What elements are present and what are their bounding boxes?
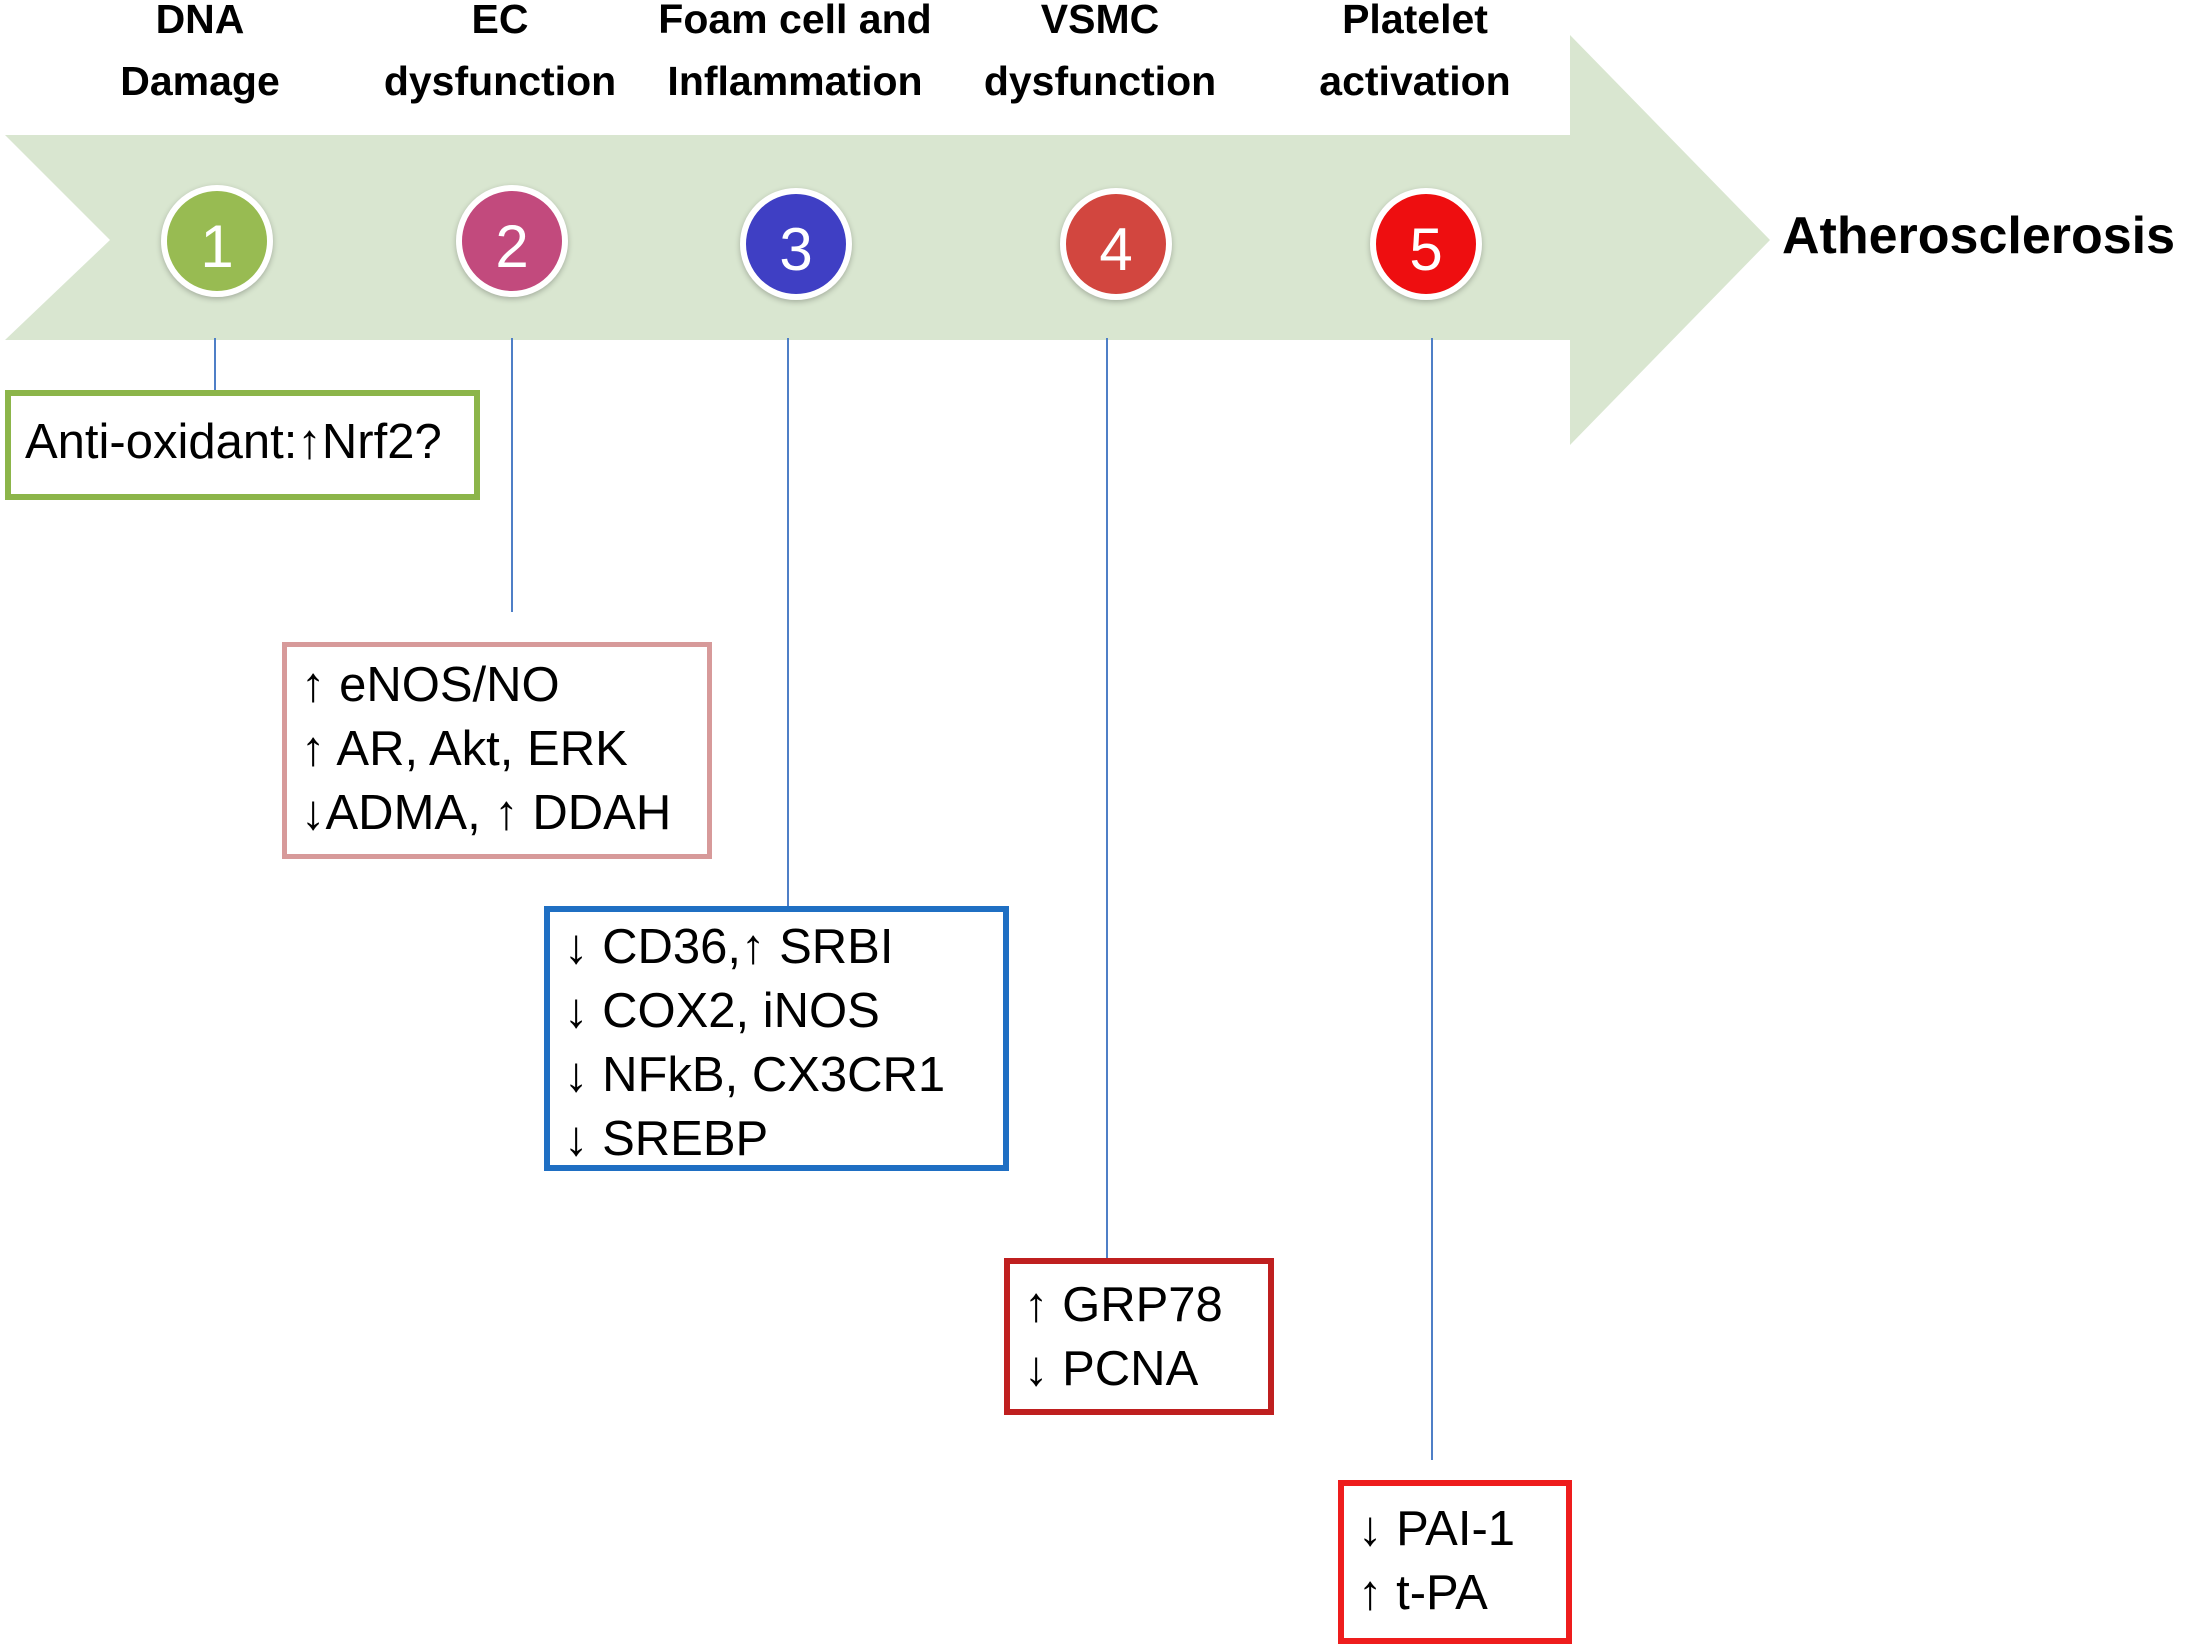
stage-5-title: Platelet activation [1280, 0, 1550, 112]
stage-1-title-line-2: Damage [120, 58, 280, 104]
stage-3-title-line-1: Foam cell and [658, 0, 932, 42]
stage-1-number: 1 [200, 213, 234, 280]
stage-4-title-line-2: dysfunction [983, 58, 1217, 104]
stage-4-effects-box: ↑ GRP78 ↓ PCNA [1004, 1258, 1274, 1415]
stage-5-title-line-2: activation [1319, 58, 1511, 104]
stage-2-badge: 2 [456, 185, 568, 297]
stage-5-effect-line: ↓ PAI-1 [1358, 1502, 1516, 1556]
stage-3-number: 3 [779, 216, 813, 283]
stage-4-number: 4 [1099, 216, 1133, 283]
stage-3-title: Foam cell and Inflammation [640, 0, 950, 112]
stage-3-effect-line: ↓ COX2, iNOS [564, 984, 880, 1038]
stage-2-effects-box: ↑ eNOS/NO ↑ AR, Akt, ERK ↓ADMA, ↑ DDAH [282, 642, 712, 859]
stage-1-effect-line: Anti-oxidant:↑Nrf2? [25, 415, 442, 469]
stage-2-effect-line: ↑ eNOS/NO [301, 658, 560, 712]
stage-5-effects-box: ↓ PAI-1 ↑ t-PA [1338, 1480, 1572, 1644]
stage-3-effect-line: ↓ SREBP [564, 1112, 769, 1166]
stage-3-title-line-2: Inflammation [667, 58, 923, 104]
stage-5-effect-line: ↑ t-PA [1358, 1566, 1488, 1620]
stage-3-effects-box: ↓ CD36,↑ SRBI ↓ COX2, iNOS ↓ NFkB, CX3CR… [544, 906, 1009, 1171]
stage-4-title-line-1: VSMC [1040, 0, 1160, 42]
stage-4-badge: 4 [1060, 188, 1172, 300]
stage-3-effect-line: ↓ CD36,↑ SRBI [564, 920, 894, 974]
stage-2-title-line-2: dysfunction [383, 58, 617, 104]
arrow-shape [5, 35, 1770, 445]
stage-4-effect-line: ↓ PCNA [1024, 1342, 1199, 1396]
stage-1-badge: 1 [161, 185, 273, 297]
stage-2-title-line-1: EC [471, 0, 529, 42]
stage-1-effects-box: Anti-oxidant:↑Nrf2? [5, 390, 480, 500]
stage-5-title-line-1: Platelet [1342, 0, 1488, 42]
stage-5-badge: 5 [1370, 188, 1482, 300]
stage-3-effect-line: ↓ NFkB, CX3CR1 [564, 1048, 946, 1102]
stage-4-title: VSMC dysfunction [960, 0, 1240, 112]
endpoint-label: Atherosclerosis [1782, 207, 2176, 265]
stage-2-effect-line: ↑ AR, Akt, ERK [301, 722, 628, 776]
stage-1-title: DNA Damage [80, 0, 320, 112]
stage-2-title: EC dysfunction [360, 0, 640, 112]
stage-3-badge: 3 [740, 188, 852, 300]
stage-2-effect-line: ↓ADMA, ↑ DDAH [301, 786, 672, 840]
stage-2-number: 2 [495, 213, 529, 280]
stage-4-effect-line: ↑ GRP78 [1024, 1278, 1223, 1332]
stage-5-number: 5 [1409, 216, 1443, 283]
stage-1-title-line-1: DNA [155, 0, 245, 42]
